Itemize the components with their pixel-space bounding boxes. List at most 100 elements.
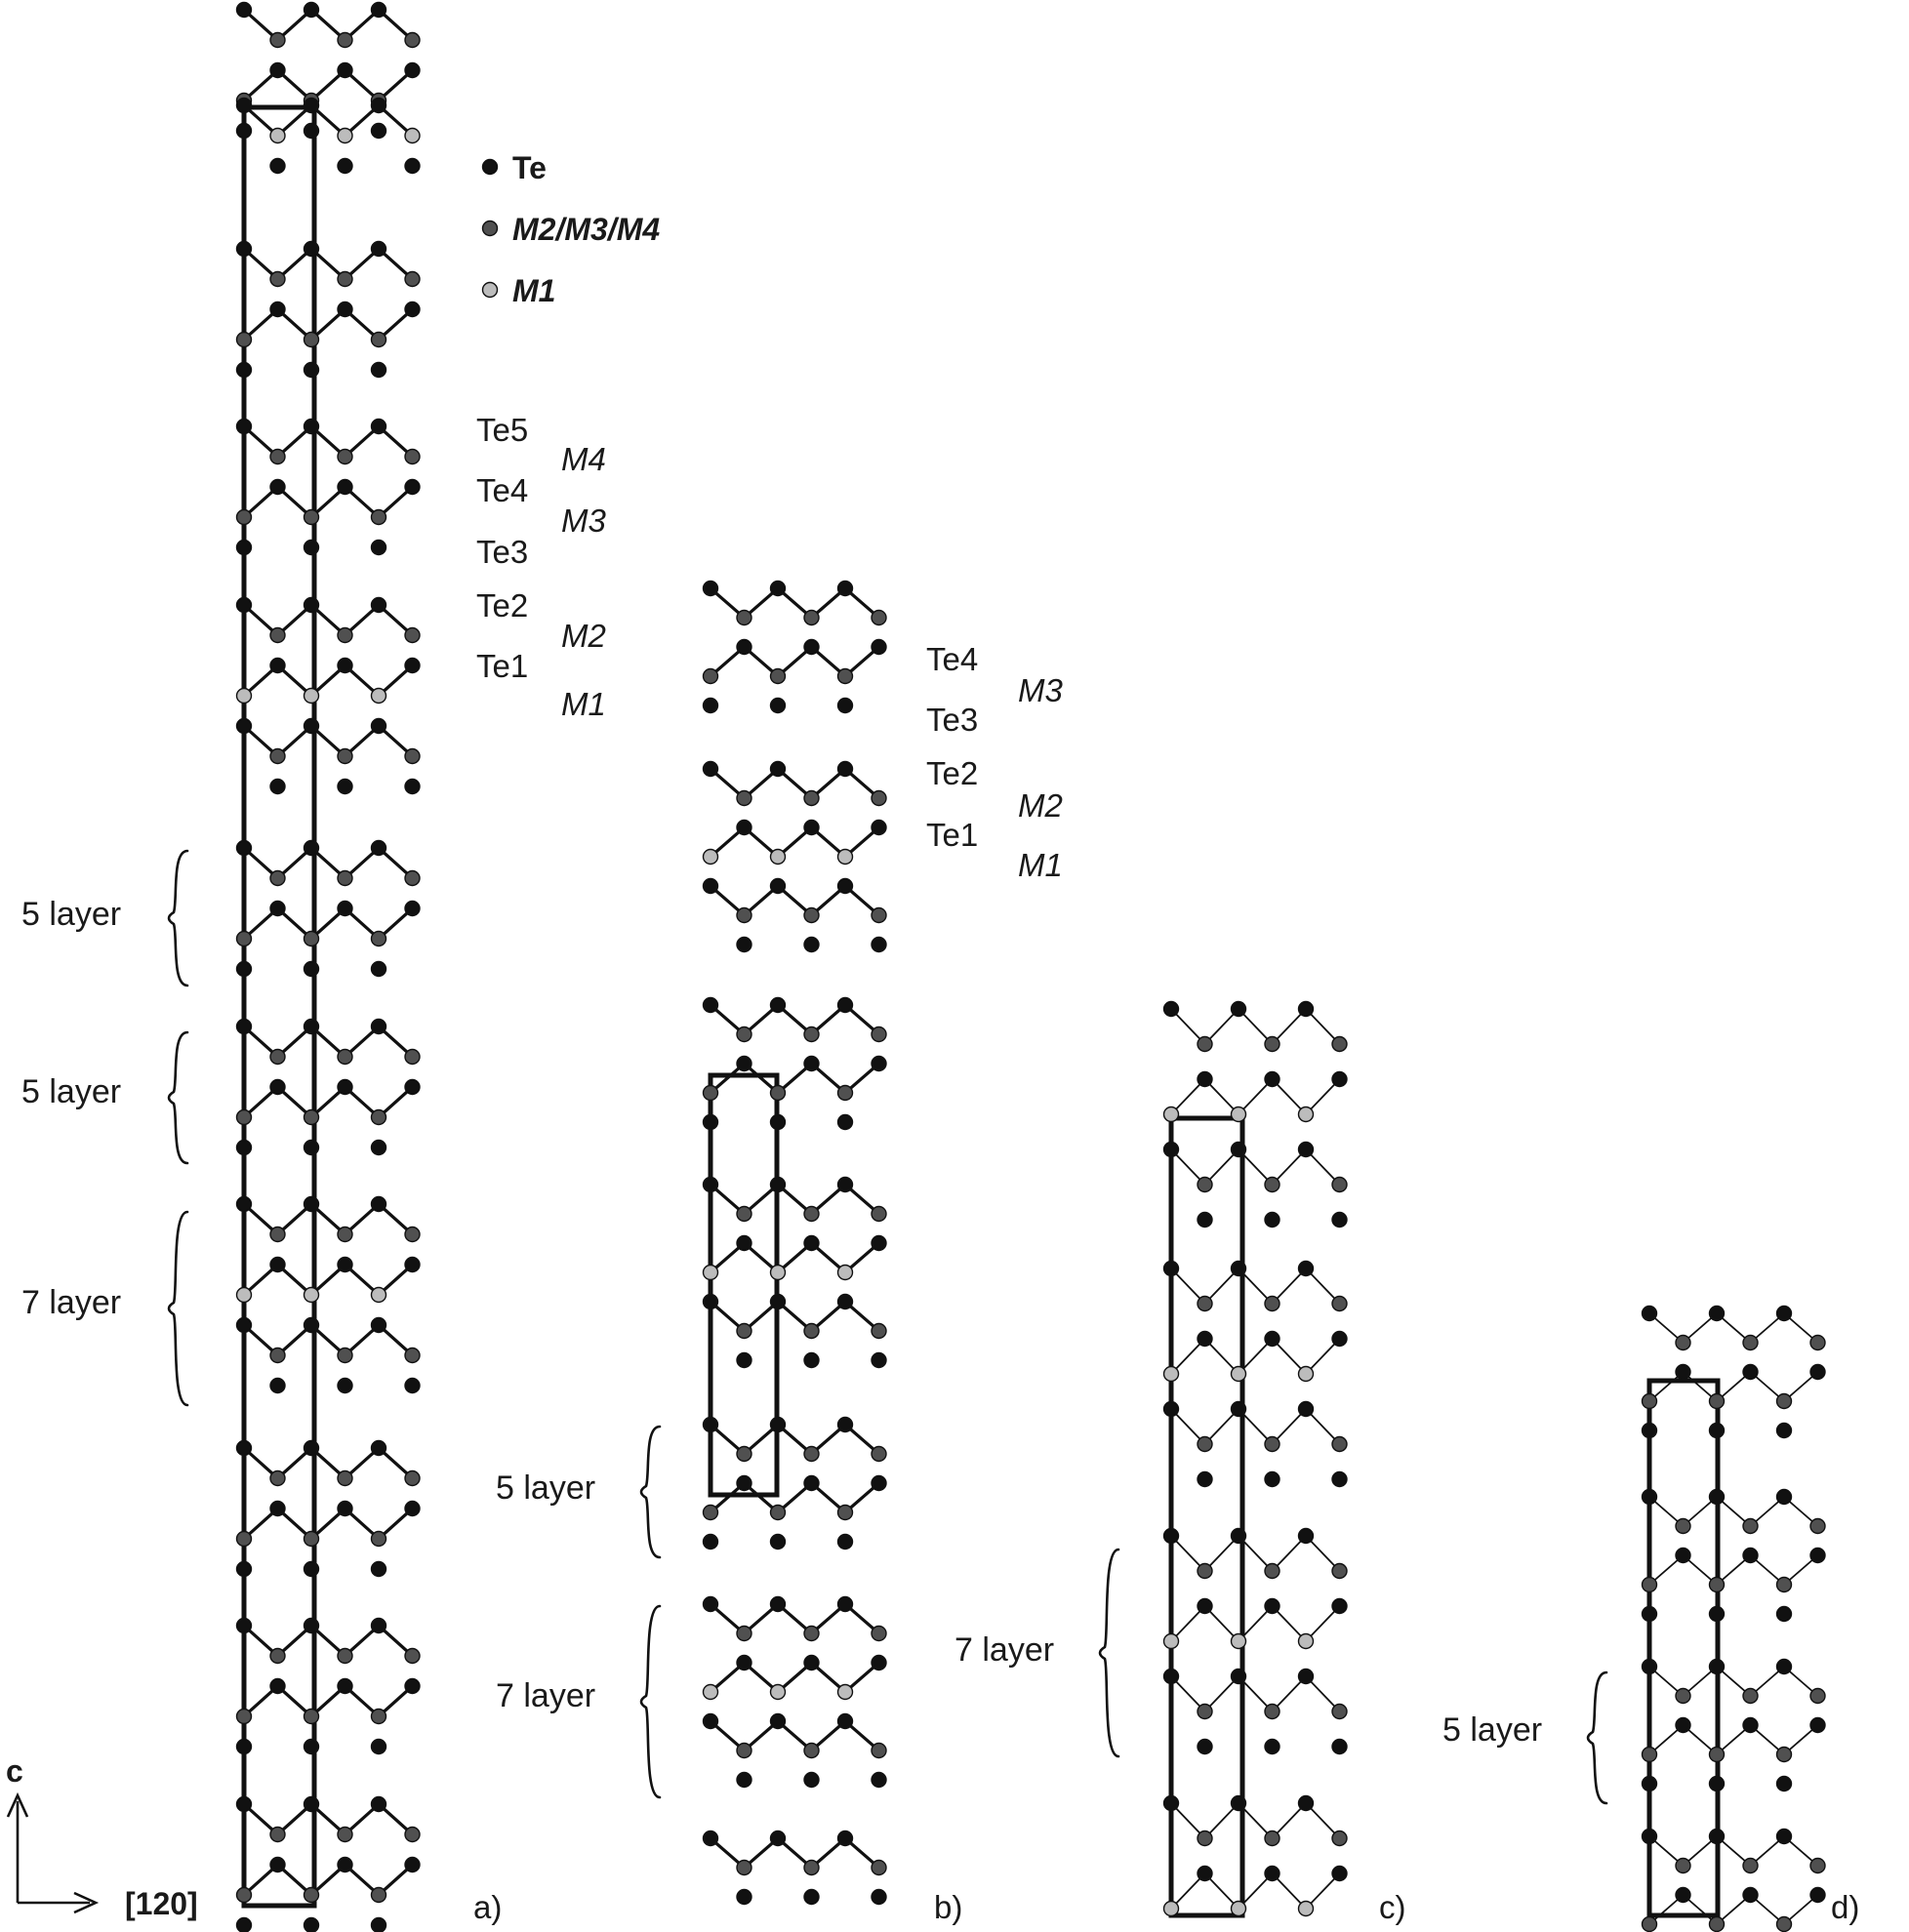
te-atom: [1162, 1260, 1180, 1277]
te-atom: [871, 819, 887, 836]
m1-atom: [1162, 1106, 1180, 1123]
metal-atom: [303, 1530, 320, 1548]
te-atom: [303, 1916, 320, 1932]
te-atom: [303, 1018, 320, 1035]
bond: [1271, 1268, 1307, 1305]
metal-atom: [1331, 1562, 1348, 1580]
layer-label-a-1: 5 layer: [21, 896, 121, 933]
metal-atom: [736, 1445, 752, 1463]
m1-atom: [337, 127, 353, 144]
te-atom: [303, 539, 320, 556]
te-atom: [1742, 1886, 1759, 1904]
te-atom: [269, 1500, 286, 1517]
layer-label-a-3: 7 layer: [21, 1284, 121, 1321]
m1-atom: [1297, 1632, 1315, 1650]
te-atom: [702, 580, 719, 597]
metal-atom: [1708, 1915, 1726, 1932]
metal-atom: [1708, 1746, 1726, 1763]
metal-atom: [1197, 1435, 1213, 1453]
bond: [1203, 1338, 1239, 1375]
metal-atom: [1331, 1176, 1348, 1193]
te-atom: [1775, 1828, 1793, 1845]
bond: [1203, 1008, 1239, 1045]
te-atom: [1264, 1470, 1280, 1488]
metal-atom: [370, 331, 387, 348]
te-atom: [269, 157, 286, 175]
te-atom: [1197, 1738, 1213, 1755]
te-atom: [404, 1256, 421, 1273]
te-atom: [702, 1176, 719, 1193]
layer-labels: 5 layer 5 layer 7 layer 5 layer 7 layer …: [21, 896, 1542, 1749]
te-atom: [836, 1533, 854, 1550]
te-atom: [370, 717, 387, 735]
metal-atom: [1264, 1035, 1280, 1053]
te-atom: [836, 1416, 854, 1433]
metal-atom: [1742, 1857, 1759, 1874]
te-atom: [370, 1916, 387, 1932]
te-atom: [769, 580, 787, 597]
te-atom: [235, 1139, 253, 1156]
metal-atom: [736, 1322, 752, 1340]
te-atom: [736, 638, 752, 656]
te-atom: [404, 1856, 421, 1873]
m1-atom: [370, 1286, 387, 1304]
te-atom: [303, 1139, 320, 1156]
te-atom: [803, 1654, 820, 1671]
bond: [1305, 1605, 1341, 1642]
layer-label-a-2: 5 layer: [21, 1073, 121, 1110]
metal-atom: [871, 1205, 887, 1223]
metal-atom: [803, 1625, 820, 1642]
metal-atom: [803, 1742, 820, 1759]
te-atom: [1742, 1547, 1759, 1564]
panel-label-a: a): [473, 1889, 502, 1925]
te-atom: [337, 900, 353, 917]
metal-atom: [370, 508, 387, 526]
bond: [1203, 1872, 1239, 1910]
metal-atom: [1641, 1746, 1658, 1763]
te-atom: [269, 900, 286, 917]
te-atom: [1641, 1488, 1658, 1506]
te-atom: [370, 240, 387, 258]
te-atom: [1742, 1363, 1759, 1381]
metal-atom: [803, 789, 820, 807]
te-atom: [235, 1018, 253, 1035]
te-atom: [235, 1439, 253, 1457]
bond: [1203, 1802, 1239, 1839]
m1-atom: [769, 1264, 787, 1281]
te-atom: [1675, 1716, 1691, 1734]
te-atom: [303, 240, 320, 258]
te-atom: [337, 61, 353, 79]
te-atom: [769, 996, 787, 1014]
metal-atom: [303, 508, 320, 526]
te-atom: [1297, 1400, 1315, 1418]
bond: [1305, 1675, 1341, 1712]
te-atom: [235, 596, 253, 614]
metal-atom: [269, 1226, 286, 1243]
metal-atom: [871, 1742, 887, 1759]
metal-atom: [836, 1504, 854, 1521]
te-atom: [1809, 1886, 1826, 1904]
site-label-m4: M4: [561, 441, 606, 477]
te-atom: [1297, 1794, 1315, 1812]
metal-atom: [235, 331, 253, 348]
te-atom: [404, 1078, 421, 1096]
te-atom: [303, 122, 320, 140]
te-atom: [269, 301, 286, 318]
te-atom: [1675, 1363, 1691, 1381]
te-atom: [736, 1654, 752, 1671]
metal-atom: [1809, 1687, 1826, 1705]
metal-atom: [337, 1469, 353, 1487]
bond: [1305, 1408, 1341, 1445]
metal-atom: [404, 1048, 421, 1066]
te-atom: [337, 1677, 353, 1695]
bond: [1170, 1268, 1206, 1305]
te-atom: [370, 839, 387, 857]
te-atom: [235, 717, 253, 735]
te-atom: [303, 1795, 320, 1813]
te-atom: [836, 1176, 854, 1193]
metal-atom: [1264, 1435, 1280, 1453]
te-atom: [337, 1078, 353, 1096]
panel-label-b: b): [934, 1889, 962, 1925]
te-atom: [303, 1560, 320, 1578]
te-atom: [836, 1113, 854, 1131]
